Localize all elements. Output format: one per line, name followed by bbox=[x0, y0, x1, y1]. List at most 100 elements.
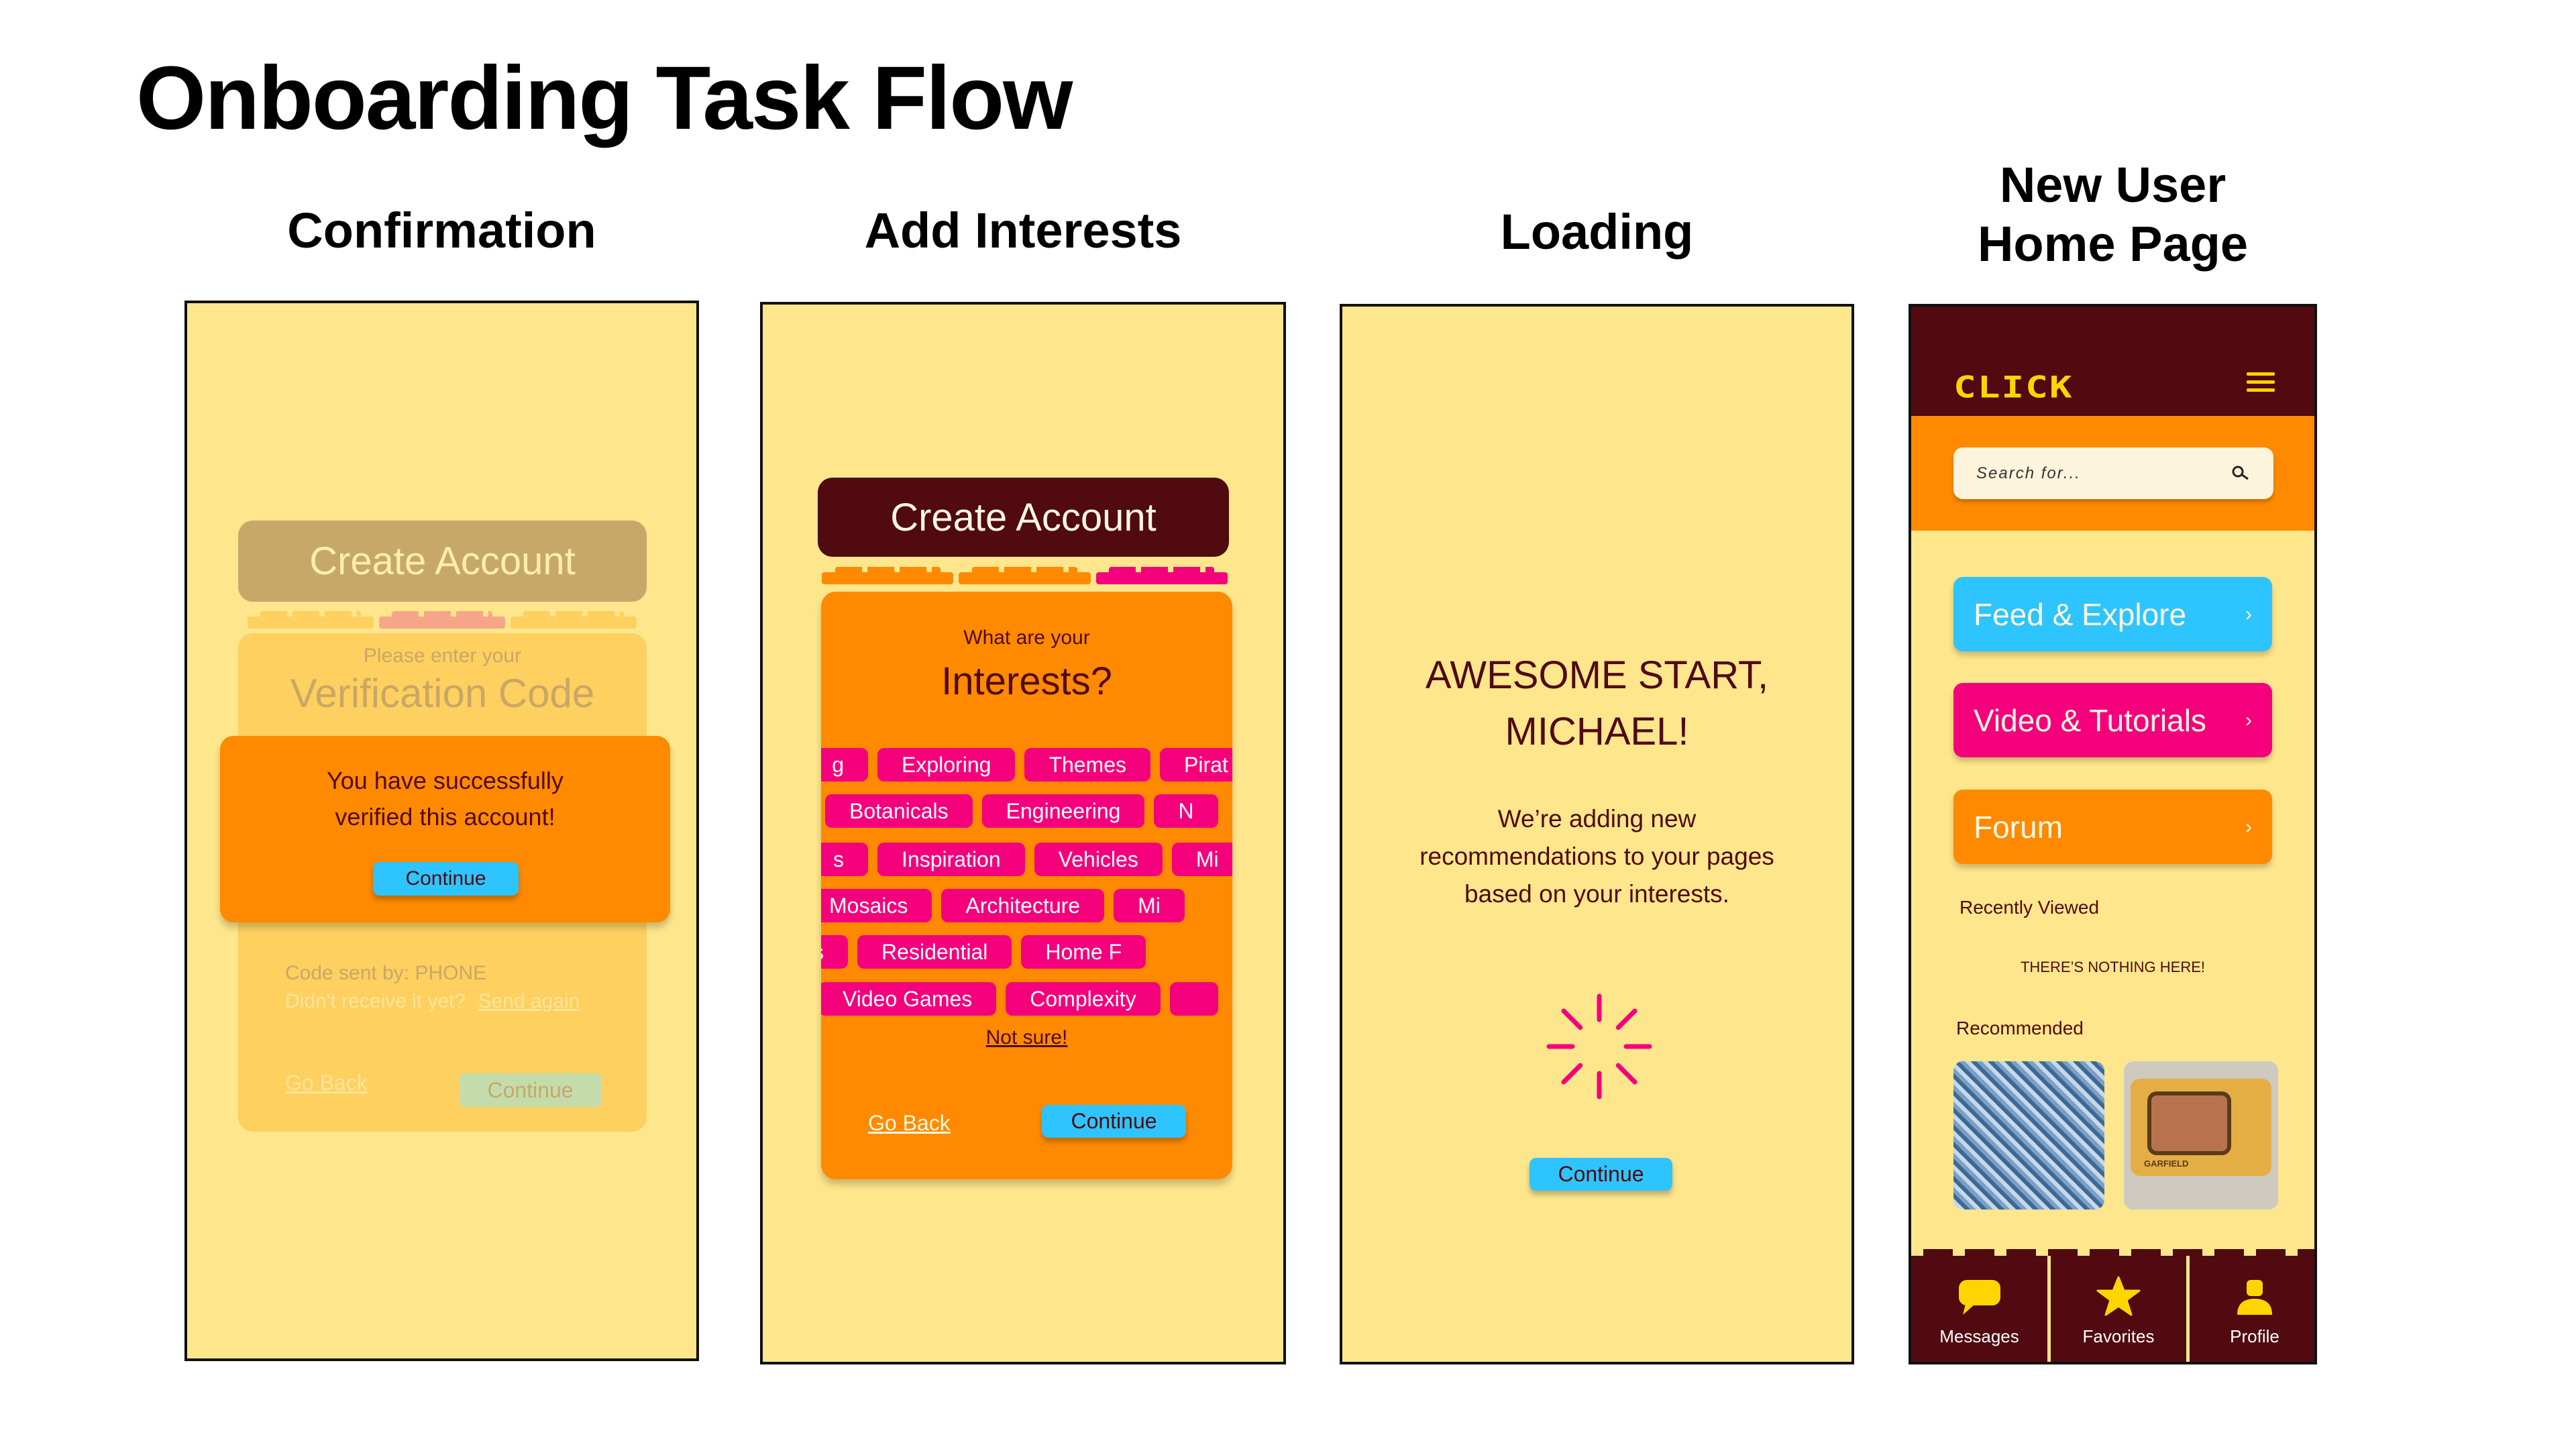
interest-chip[interactable]: Inspiration bbox=[877, 843, 1025, 876]
interests-screen: Create Account What are your Interests? … bbox=[760, 302, 1286, 1364]
spinner-tick bbox=[1615, 1008, 1638, 1030]
progress-strip bbox=[248, 611, 637, 629]
success-modal: You have successfully verified this accou… bbox=[220, 736, 670, 922]
recommended-label: Recommended bbox=[1956, 1018, 2084, 1038]
person-icon bbox=[2235, 1279, 2275, 1321]
interest-chip[interactable]: Mi bbox=[1114, 889, 1185, 922]
app-header: CLICK bbox=[1911, 307, 2314, 416]
recently-viewed-label: Recently Viewed bbox=[1960, 897, 2100, 918]
interest-chip-row: sy Builds Residential Home F bbox=[821, 935, 1232, 969]
click-logo[interactable]: CLICK bbox=[1953, 370, 2074, 405]
modal-message: You have successfully bbox=[327, 767, 564, 794]
search-icon[interactable] bbox=[2231, 465, 2251, 482]
tab-profile[interactable]: Profile bbox=[2190, 1256, 2314, 1362]
search-band: Search for... bbox=[1911, 416, 2314, 531]
interest-chip-row: Video Games Complexity bbox=[821, 982, 1232, 1016]
loading-screen: AWESOME START, MICHAEL! We’re adding new r… bbox=[1340, 304, 1854, 1364]
interest-chip[interactable]: s bbox=[821, 843, 868, 876]
nav-label: Forum bbox=[1974, 809, 2063, 845]
interest-chip[interactable]: Residential bbox=[857, 935, 1012, 969]
loading-spinner-icon bbox=[1546, 994, 1652, 1099]
go-back-link[interactable]: Go Back bbox=[868, 1111, 951, 1135]
tab-label: Messages bbox=[1939, 1326, 2019, 1346]
interests-title: Interests? bbox=[941, 659, 1112, 703]
interest-chip[interactable]: Pirat bbox=[1160, 748, 1232, 782]
home-screen: CLICK Search for... Feed & Explore› Video… bbox=[1909, 304, 2317, 1364]
interest-chip[interactable]: Mi bbox=[1171, 843, 1232, 876]
heading-line: Home Page bbox=[1977, 216, 2249, 272]
search-input[interactable]: Search for... bbox=[1953, 447, 2273, 499]
chevron-right-icon: › bbox=[2245, 708, 2252, 731]
bottom-tab-bar: Messages Favorites Profile bbox=[1911, 1249, 2314, 1362]
interest-chip[interactable]: Architecture bbox=[941, 889, 1105, 922]
spinner-tick bbox=[1561, 1063, 1583, 1085]
search-placeholder: Search for... bbox=[1976, 464, 2081, 482]
interest-chip[interactable]: Exploring bbox=[877, 748, 1016, 782]
interest-chip[interactable]: Complexity bbox=[1006, 982, 1161, 1016]
prompt-text: Please enter your bbox=[363, 645, 522, 667]
loading-description: We’re adding new bbox=[1497, 805, 1697, 833]
nav-button[interactable]: Feed & Explore› bbox=[1953, 577, 2272, 651]
user-name: MICHAEL! bbox=[1505, 710, 1689, 753]
interest-chip-row: Mosaics Architecture Mi bbox=[821, 889, 1232, 922]
loading-description: based on your interests. bbox=[1464, 880, 1729, 908]
code-title: Verification Code bbox=[290, 671, 595, 716]
continue-button-disabled[interactable]: Continue bbox=[459, 1073, 602, 1107]
chevron-right-icon: › bbox=[2245, 815, 2252, 838]
chat-bubble-icon bbox=[1957, 1279, 2002, 1321]
tab-label: Favorites bbox=[2082, 1326, 2155, 1346]
nav-button[interactable]: Forum › bbox=[1953, 790, 2272, 864]
not-received-text: Didn't receive it yet? bbox=[285, 990, 466, 1012]
interest-chip[interactable] bbox=[1169, 982, 1218, 1016]
interest-chip[interactable]: sy Builds bbox=[821, 935, 849, 969]
prompt-text: What are your bbox=[963, 627, 1090, 649]
star-icon bbox=[2096, 1276, 2141, 1321]
chevron-right-icon: › bbox=[2245, 602, 2252, 625]
welcome-line: AWESOME START, bbox=[1425, 653, 1769, 697]
modal-message: verified this account! bbox=[335, 803, 555, 830]
interest-chip[interactable]: N bbox=[1154, 794, 1218, 828]
progress-strip bbox=[822, 567, 1228, 584]
interest-chip[interactable]: Home F bbox=[1021, 935, 1146, 969]
tab-messages[interactable]: Messages bbox=[1911, 1256, 2047, 1362]
spinner-tick bbox=[1561, 1008, 1583, 1030]
modal-continue-button[interactable]: Continue bbox=[373, 862, 519, 896]
resend-line: Didn't receive it yet? Send again bbox=[285, 990, 580, 1013]
tab-label: Profile bbox=[2230, 1326, 2279, 1346]
recommended-tv-image[interactable]: GARFIELD bbox=[2124, 1061, 2278, 1210]
page-title: Onboarding Task Flow bbox=[136, 48, 1073, 148]
interest-chip[interactable]: g bbox=[821, 748, 868, 782]
tv-label: GARFIELD bbox=[2144, 1159, 2189, 1169]
nav-label: Video & Tutorials bbox=[1974, 702, 2206, 738]
go-back-link[interactable]: Go Back bbox=[285, 1071, 368, 1095]
interest-chip[interactable]: Vehicles bbox=[1034, 843, 1163, 876]
code-sent-text: Code sent by: PHONE bbox=[285, 962, 487, 984]
interest-chip[interactable]: Mosaics bbox=[821, 889, 932, 922]
continue-button[interactable]: Continue bbox=[1529, 1158, 1672, 1191]
nav-button[interactable]: Video & Tutorials › bbox=[1953, 683, 2272, 757]
interest-chip[interactable]: Botanicals bbox=[825, 794, 973, 828]
send-again-link[interactable]: Send again bbox=[478, 990, 580, 1012]
tab-favorites[interactable]: Favorites bbox=[2051, 1256, 2186, 1362]
interest-chip[interactable]: Themes bbox=[1024, 748, 1150, 782]
heading-confirmation: Confirmation bbox=[287, 203, 596, 258]
continue-button[interactable]: Continue bbox=[1042, 1105, 1186, 1138]
empty-state-text: THERE’S NOTHING HERE! bbox=[2020, 959, 2206, 975]
heading-add-interests: Add Interests bbox=[864, 203, 1182, 258]
not-sure-link[interactable]: Not sure! bbox=[985, 1026, 1068, 1049]
interest-chip[interactable]: Video Games bbox=[821, 982, 997, 1016]
hamburger-menu-icon[interactable] bbox=[2247, 372, 2275, 392]
heading-line: New User bbox=[1999, 157, 2226, 213]
heading-loading: Loading bbox=[1500, 204, 1694, 260]
loading-description: recommendations to your pages bbox=[1419, 843, 1774, 870]
spinner-tick bbox=[1615, 1063, 1638, 1085]
create-account-header: Create Account bbox=[818, 478, 1229, 557]
recommended-mosaic-image[interactable] bbox=[1953, 1061, 2104, 1210]
interest-chip[interactable]: Engineering bbox=[981, 794, 1145, 828]
create-account-header: Create Account bbox=[238, 521, 647, 602]
